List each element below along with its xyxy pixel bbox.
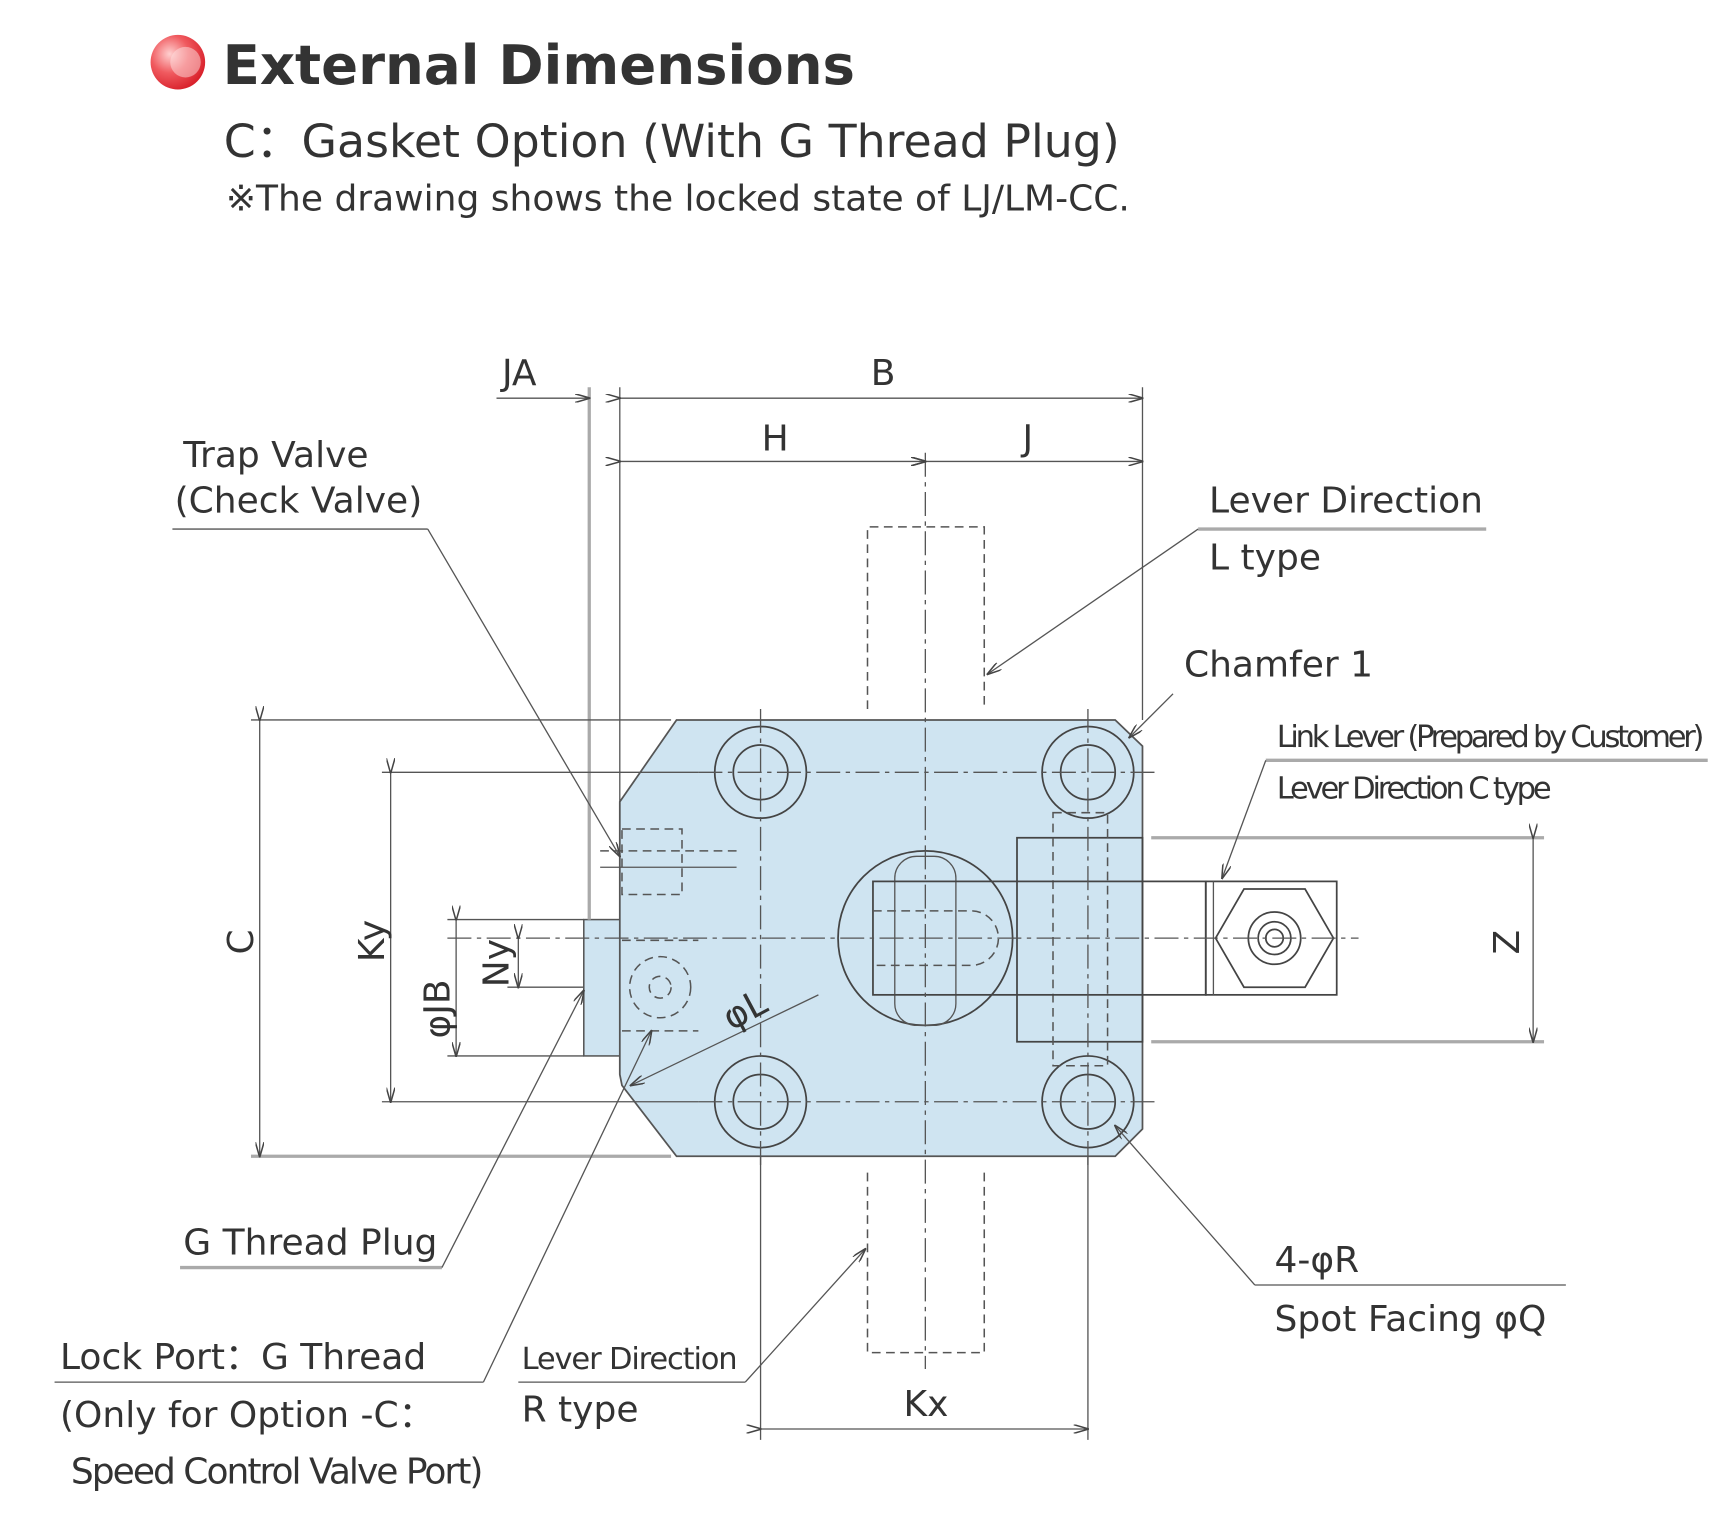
callout-lever-r: Lever Direction [522,1342,738,1377]
callout-spot-facing: Spot Facing φQ [1275,1299,1547,1340]
dim-j: J [1020,419,1033,460]
dim-ny: Ny [476,939,517,987]
callout-lever-l: Lever Direction [1209,481,1483,522]
callout-lock-port: Lock Port：G Thread [60,1337,426,1378]
dim-b: B [871,353,896,394]
callout-lever-c: Lever Direction C type [1277,772,1552,807]
callout-check-valve: (Check Valve) [175,481,423,522]
dim-c: C [221,929,262,954]
callout-holes: 4-φR [1275,1240,1360,1281]
callout-speed-control: Speed Control Valve Port) [71,1452,483,1493]
callout-lever-l-type: L type [1209,537,1321,578]
subtitle: C：Gasket Option (With G Thread Plug) [224,114,1120,168]
callout-lever-r-type: R type [522,1389,639,1430]
note: ※The drawing shows the locked state of L… [226,179,1130,220]
callout-trap-valve: Trap Valve [182,435,368,476]
dim-kx: Kx [904,1384,949,1425]
dim-ja: JA [500,353,537,394]
callout-lock-port-note: (Only for Option -C： [60,1395,435,1436]
page-title: External Dimensions [223,33,855,97]
dim-jb: φJB [418,979,459,1038]
dim-z: Z [1487,930,1528,955]
dim-ky: Ky [352,920,393,962]
callout-link-lever: Link Lever (Prepared by Customer) [1277,720,1705,755]
callout-chamfer: Chamfer 1 [1184,644,1373,685]
dim-h: H [762,419,789,460]
callout-g-thread-plug: G Thread Plug [183,1222,437,1263]
